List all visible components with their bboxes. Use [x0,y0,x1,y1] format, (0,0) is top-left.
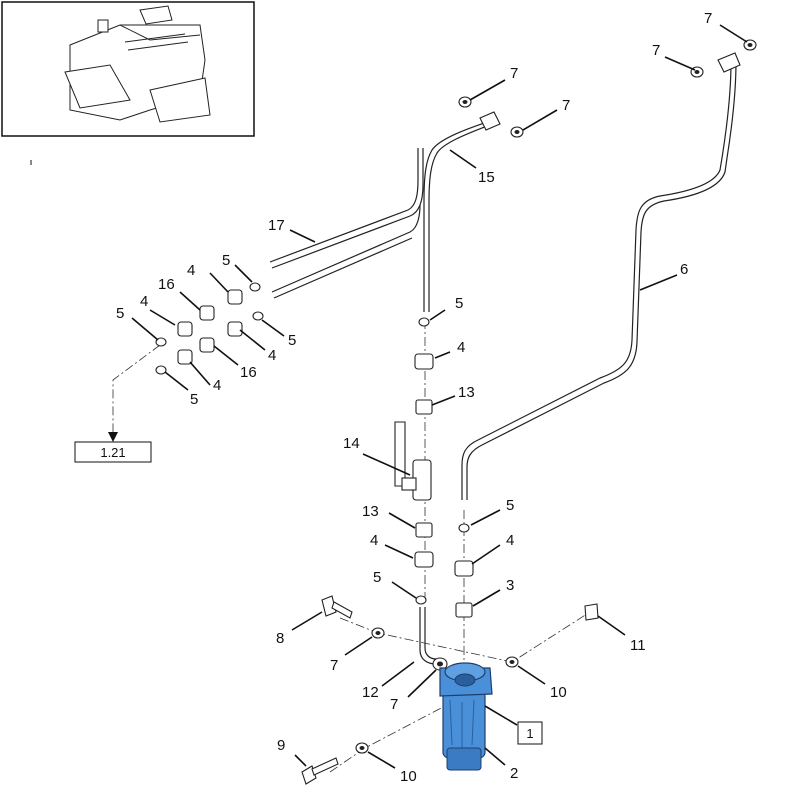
callout-4-f: 4 [370,532,378,549]
callout-4-g: 4 [506,532,514,549]
callout-labels: 7 7 7 7 15 17 6 5 4 16 4 5 5 4 16 4 5 5 … [116,10,712,785]
callout-11: 11 [630,637,646,654]
callout-16-b: 16 [240,364,257,381]
callout-10-b: 10 [400,768,417,785]
callout-7-f: 7 [390,696,398,713]
washers [355,39,757,754]
reference-box-label: 1.21 [100,445,125,460]
callout-8: 8 [276,630,284,647]
callout-16-a: 16 [158,276,175,293]
callout-15: 15 [478,169,495,186]
reference-box-1-21[interactable]: 1.21 [74,441,152,463]
callout-13-a: 13 [458,384,475,401]
callout-5-g: 5 [506,497,514,514]
callout-9: 9 [277,737,285,754]
tube-15 [423,121,488,312]
callout-1: 1 [526,726,533,741]
tube-nuts-center [414,317,474,618]
callout-7-a: 7 [510,65,518,82]
callout-5-e: 5 [455,295,463,312]
reference-arrow [108,432,118,442]
inset-tank-illustration [64,5,211,123]
shutoff-valve [394,421,432,501]
callout-5-a: 5 [222,252,230,269]
callout-12: 12 [362,684,379,701]
callout-7-c: 7 [652,42,660,59]
callout-4-e: 4 [457,339,465,356]
tube-6 [461,61,737,500]
callout-17: 17 [268,217,285,234]
fuel-filter [439,662,493,771]
callout-7-e: 7 [330,657,338,674]
callout-2: 2 [510,765,518,782]
centerline-mount-bottom [329,705,446,773]
callout-box-1: 1 [517,721,543,745]
tube-nuts-left [155,282,264,375]
callout-14: 14 [343,435,360,452]
callout-10-a: 10 [550,684,567,701]
callout-4-d: 4 [213,377,221,394]
tube-12 [419,607,437,665]
callout-6: 6 [680,261,688,278]
callout-4-b: 4 [140,293,148,310]
callout-13-b: 13 [362,503,379,520]
tube-17 [269,148,424,299]
inset-view [1,1,255,137]
callout-5-d: 5 [190,391,198,408]
callout-4-c: 4 [268,347,276,364]
centerline-mount-top [339,611,591,663]
callout-3: 3 [506,577,514,594]
leader-lines [131,24,748,769]
callout-5-f: 5 [373,569,381,586]
callout-4-a: 4 [187,262,195,279]
centerline-fitting [112,344,161,432]
callout-7-d: 7 [704,10,712,27]
bolts [301,595,599,785]
callout-5-c: 5 [288,332,296,349]
banjo-fittings [479,52,741,131]
callout-7-b: 7 [562,97,570,114]
callout-5-b: 5 [116,305,124,322]
